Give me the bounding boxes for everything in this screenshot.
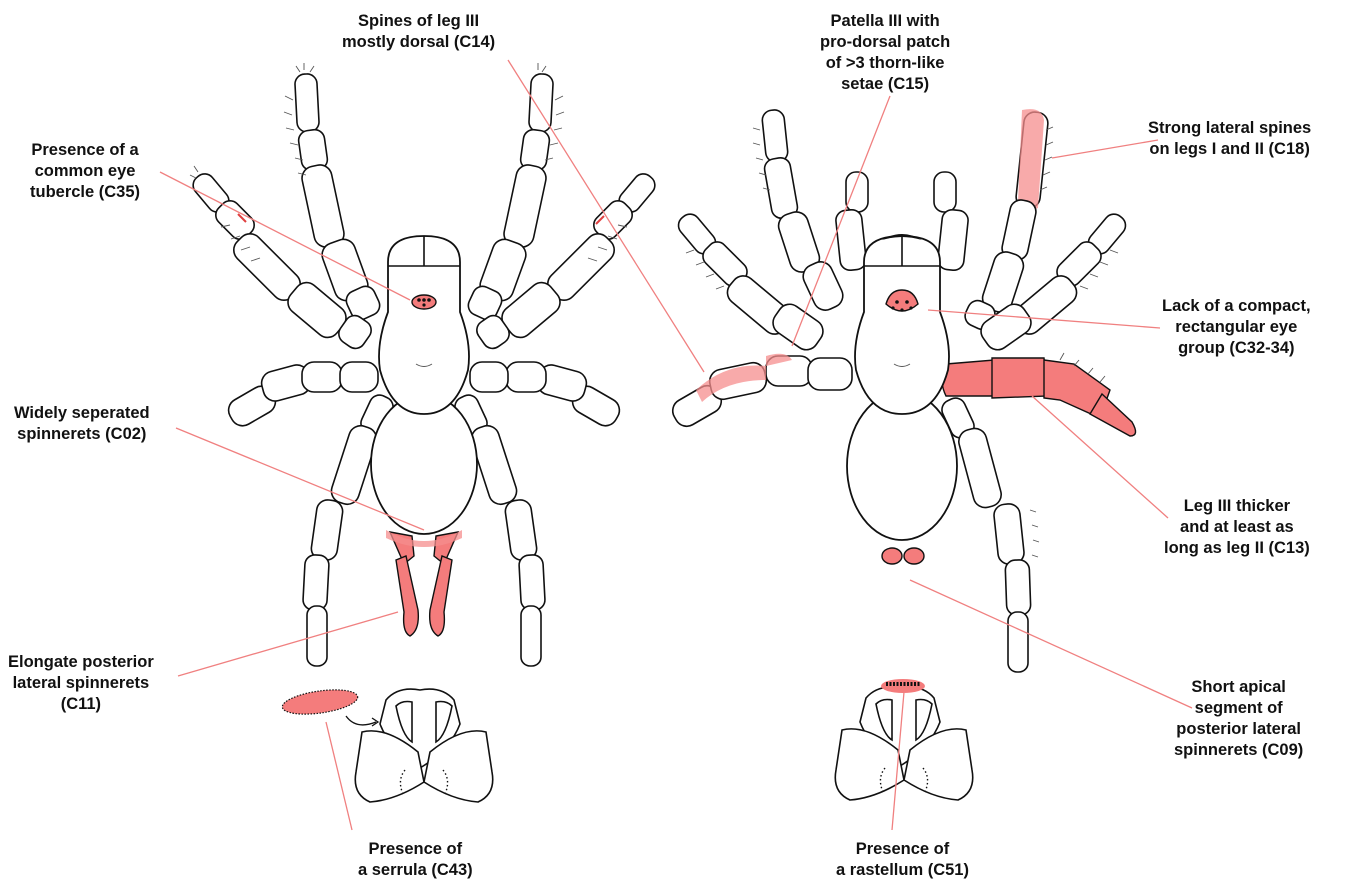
- left-spider-leg: [224, 362, 378, 430]
- serrula-highlight: [281, 686, 359, 718]
- right-spinneret: [882, 548, 902, 564]
- left-abdomen: [371, 394, 477, 534]
- right-spinneret: [904, 548, 924, 564]
- right-spider-leg-iii-left: [668, 354, 852, 431]
- right-spider-leg: [753, 109, 847, 314]
- left-chelicera-detail: [281, 686, 493, 802]
- right-spider: [668, 109, 1135, 672]
- left-spinnerets: [390, 532, 458, 636]
- eye-tubercle: [412, 295, 436, 309]
- left-spider-leg: [470, 362, 624, 430]
- right-spider-leg: [939, 395, 1039, 672]
- left-spider: [189, 63, 659, 666]
